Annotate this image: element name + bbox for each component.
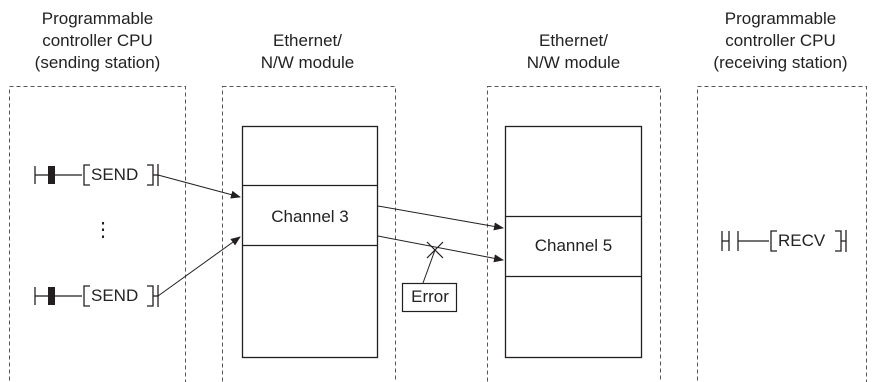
arrow-channel-3-to-channel-5-upper bbox=[377, 205, 504, 231]
send-rung-2-instruction-label: SEND bbox=[91, 286, 139, 305]
send-rung-2-bracket-left bbox=[83, 285, 90, 307]
sending-station-title-line-2: controller CPU bbox=[42, 31, 153, 50]
send-rung-1-bracket-right bbox=[147, 164, 154, 186]
sending-station-title: Programmable controller CPU (sending sta… bbox=[0, 8, 195, 74]
receiver-module-title-line-1: Ethernet/ bbox=[539, 31, 608, 50]
arrow-send-2-to-channel-3 bbox=[157, 236, 241, 297]
sender-module-title-line-2: N/W module bbox=[260, 53, 355, 72]
send-rung-2-contact bbox=[48, 287, 55, 305]
receiving-station-title: Programmable controller CPU (receiving s… bbox=[688, 8, 873, 74]
rung-ellipsis: ⋮ bbox=[93, 219, 113, 241]
sender-module-title-line-1: Ethernet/ bbox=[273, 31, 342, 50]
receiving-station-title-line-2: controller CPU bbox=[725, 31, 836, 50]
error-label-box bbox=[401, 282, 458, 313]
send-rung-2-bracket-right bbox=[147, 285, 154, 307]
recv-instruction-label: RECV bbox=[778, 231, 826, 250]
receiver-module-title: Ethernet/ N/W module bbox=[476, 30, 671, 74]
send-rung-1-instruction-label: SEND bbox=[91, 165, 139, 184]
sending-station-title-line-1: Programmable bbox=[41, 9, 154, 28]
arrow-channel-3-to-channel-5-lower bbox=[377, 235, 504, 263]
recv-rung bbox=[721, 230, 847, 252]
error-label: Error bbox=[411, 287, 449, 306]
receiver-channel-block bbox=[504, 125, 643, 359]
recv-bracket-left bbox=[770, 230, 777, 252]
sender-module-border bbox=[222, 86, 396, 382]
sending-station-title-line-3: (sending station) bbox=[34, 53, 161, 72]
receiver-module-border bbox=[487, 86, 661, 382]
sender-channel-block bbox=[241, 125, 379, 359]
send-rung-2 bbox=[34, 285, 159, 307]
receiver-module-title-line-2: N/W module bbox=[526, 53, 621, 72]
receiving-station-border bbox=[697, 86, 867, 382]
channel-3-label: Channel 3 bbox=[271, 207, 349, 226]
channel-5-label: Channel 5 bbox=[534, 236, 613, 255]
sending-station-border bbox=[9, 86, 186, 382]
send-rung-1-contact bbox=[48, 166, 55, 184]
send-rung-1-bracket-left bbox=[83, 164, 90, 186]
recv-bracket-right bbox=[835, 230, 842, 252]
receiver-channel-outline bbox=[504, 125, 643, 359]
sender-channel-outline bbox=[241, 125, 379, 359]
send-rung-1 bbox=[34, 164, 159, 186]
error-leader-line bbox=[422, 249, 436, 284]
sender-module-title: Ethernet/ N/W module bbox=[210, 30, 405, 74]
receiving-station-title-line-3: (receiving station) bbox=[713, 53, 848, 72]
receiving-station-title-line-1: Programmable bbox=[724, 9, 837, 28]
arrow-send-1-to-channel-3 bbox=[157, 174, 241, 199]
